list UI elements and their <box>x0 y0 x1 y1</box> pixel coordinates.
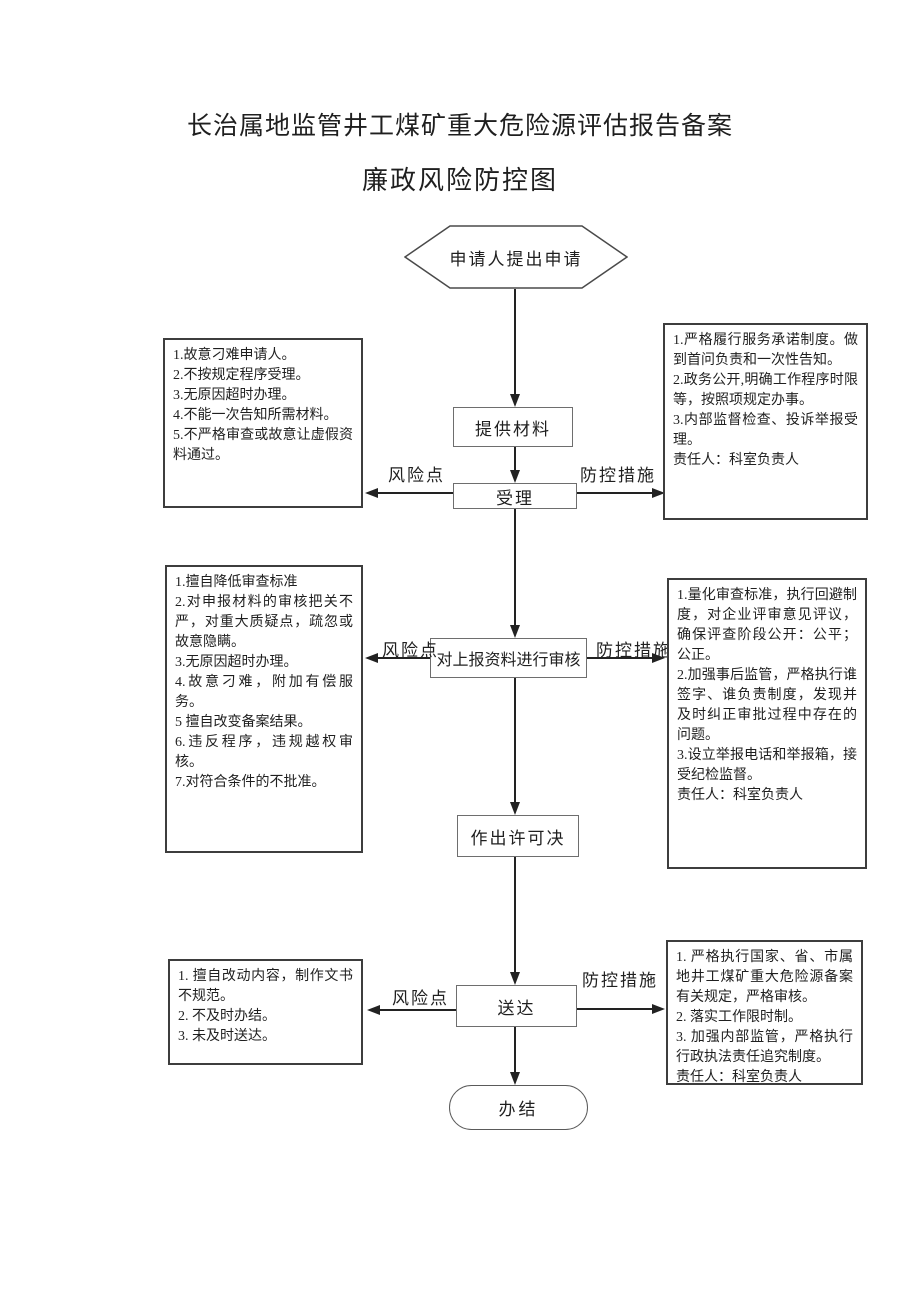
connector-review-decision <box>514 678 516 802</box>
control-item: 3. 加强内部监管，严格执行行政执法责任追究制度。 <box>676 1030 853 1065</box>
step-provide-materials: 提供材料 <box>453 407 573 447</box>
control-item: 2.加强事后监管，严格执行谁签字、谁负责制度，发现并及时纠正审批过程中存在的问题… <box>677 668 857 743</box>
control-item: 1.严格履行服务承诺制度。做到首问负责和一次性告知。 <box>673 333 858 368</box>
page-title: 长治属地监管井工煤矿重大危险源评估报告备案 <box>186 113 733 140</box>
control-item: 1. 严格执行国家、省、市属地井工煤矿重大危险源备案有关规定，严格审核。 <box>676 950 853 1005</box>
connector-review-risk <box>377 657 430 659</box>
arrowhead-down-icon <box>510 972 520 985</box>
step-deliver: 送达 <box>456 985 577 1027</box>
risk-box-deliver: 1. 擅自改动内容，制作文书不规范。 2. 不及时办结。 3. 未及时送达。 <box>168 959 363 1065</box>
risk-item: 3.无原因超时办理。 <box>173 388 296 403</box>
responsible-person: 责任人：科室负责人 <box>676 1070 802 1085</box>
arrowhead-left-icon <box>365 653 378 663</box>
arrowhead-right-icon <box>652 488 665 498</box>
arrowhead-left-icon <box>367 1005 380 1015</box>
connector-decision-deliver <box>514 857 516 972</box>
control-box-deliver: 1. 严格执行国家、省、市属地井工煤矿重大危险源备案有关规定，严格审核。 2. … <box>666 940 863 1085</box>
connector-start-provide <box>514 289 516 394</box>
risk-item: 3.无原因超时办理。 <box>175 655 298 670</box>
control-box-review: 1.量化审查标准，执行回避制度，对企业评审意见评议，确保评查阶段公开：公平；公正… <box>667 578 867 869</box>
arrowhead-right-icon <box>652 1004 665 1014</box>
control-label-row3: 防控措施 <box>582 971 658 990</box>
risk-item: 1.故意刁难申请人。 <box>173 348 296 363</box>
step-accept: 受理 <box>453 483 577 509</box>
control-label-row1: 防控措施 <box>580 466 656 485</box>
connector-accept-risk <box>377 492 453 494</box>
arrowhead-down-icon <box>510 394 520 407</box>
risk-item: 4.故意刁难，附加有偿服务。 <box>175 675 353 710</box>
control-item: 2. 落实工作限时制。 <box>676 1010 802 1025</box>
risk-label-row3: 风险点 <box>392 989 449 1008</box>
risk-item: 2. 不及时办结。 <box>178 1009 276 1024</box>
risk-box-review: 1.擅自降低审查标准 2.对申报材料的审核把关不严，对重大质疑点，疏忽或故意隐瞒… <box>165 565 363 853</box>
control-item: 2.政务公开,明确工作程序时限等，按照项规定办事。 <box>673 373 858 408</box>
start-hexagon-shape <box>404 225 628 289</box>
connector-deliver-control <box>577 1008 653 1010</box>
responsible-person: 责任人：科室负责人 <box>677 788 803 803</box>
page-subtitle: 廉政风险防控图 <box>361 166 558 195</box>
risk-item: 3. 未及时送达。 <box>178 1029 276 1044</box>
control-label-row2: 防控措施 <box>596 641 672 660</box>
connector-provide-accept <box>514 447 516 470</box>
risk-label-row2: 风险点 <box>382 641 439 660</box>
control-item: 3.内部监督检查、投诉举报受理。 <box>673 413 858 448</box>
risk-item: 1. 擅自改动内容，制作文书不规范。 <box>178 969 353 1004</box>
start-node-label: 申请人提出申请 <box>449 249 583 269</box>
arrowhead-down-icon <box>510 802 520 815</box>
connector-accept-review <box>514 509 516 625</box>
risk-item: 2.不按规定程序受理。 <box>173 368 310 383</box>
arrowhead-left-icon <box>365 488 378 498</box>
risk-item: 5.不严格审查或故意让虚假资料通过。 <box>173 428 353 463</box>
risk-box-accept: 1.故意刁难申请人。 2.不按规定程序受理。 3.无原因超时办理。 4.不能一次… <box>163 338 363 508</box>
risk-item: 7.对符合条件的不批准。 <box>175 775 326 790</box>
risk-item: 2.对申报材料的审核把关不严，对重大质疑点，疏忽或故意隐瞒。 <box>175 595 353 650</box>
control-box-accept: 1.严格履行服务承诺制度。做到首问负责和一次性告知。 2.政务公开,明确工作程序… <box>663 323 868 520</box>
end-node: 办结 <box>449 1085 588 1130</box>
control-item: 3.设立举报电话和举报箱，接受纪检监督。 <box>677 748 857 783</box>
step-make-decision: 作出许可决 <box>457 815 579 857</box>
risk-label-row1: 风险点 <box>388 466 445 485</box>
risk-item: 4.不能一次告知所需材料。 <box>173 408 338 423</box>
connector-deliver-risk <box>379 1009 456 1011</box>
risk-item: 6.违反程序，违规越权审核。 <box>175 735 353 770</box>
arrowhead-down-icon <box>510 1072 520 1085</box>
control-item: 1.量化审查标准，执行回避制度，对企业评审意见评议，确保评查阶段公开：公平；公正… <box>677 588 857 663</box>
responsible-person: 责任人：科室负责人 <box>673 453 799 468</box>
arrowhead-right-icon <box>652 653 665 663</box>
connector-review-control <box>587 657 653 659</box>
risk-item: 1.擅自降低审查标准 <box>175 575 298 590</box>
connector-deliver-end <box>514 1027 516 1072</box>
arrowhead-down-icon <box>510 625 520 638</box>
step-review-materials: 对上报资料进行审核 <box>430 638 587 678</box>
risk-item: 5 擅自改变备案结果。 <box>175 715 312 730</box>
arrowhead-down-icon <box>510 470 520 483</box>
connector-accept-control <box>577 492 653 494</box>
